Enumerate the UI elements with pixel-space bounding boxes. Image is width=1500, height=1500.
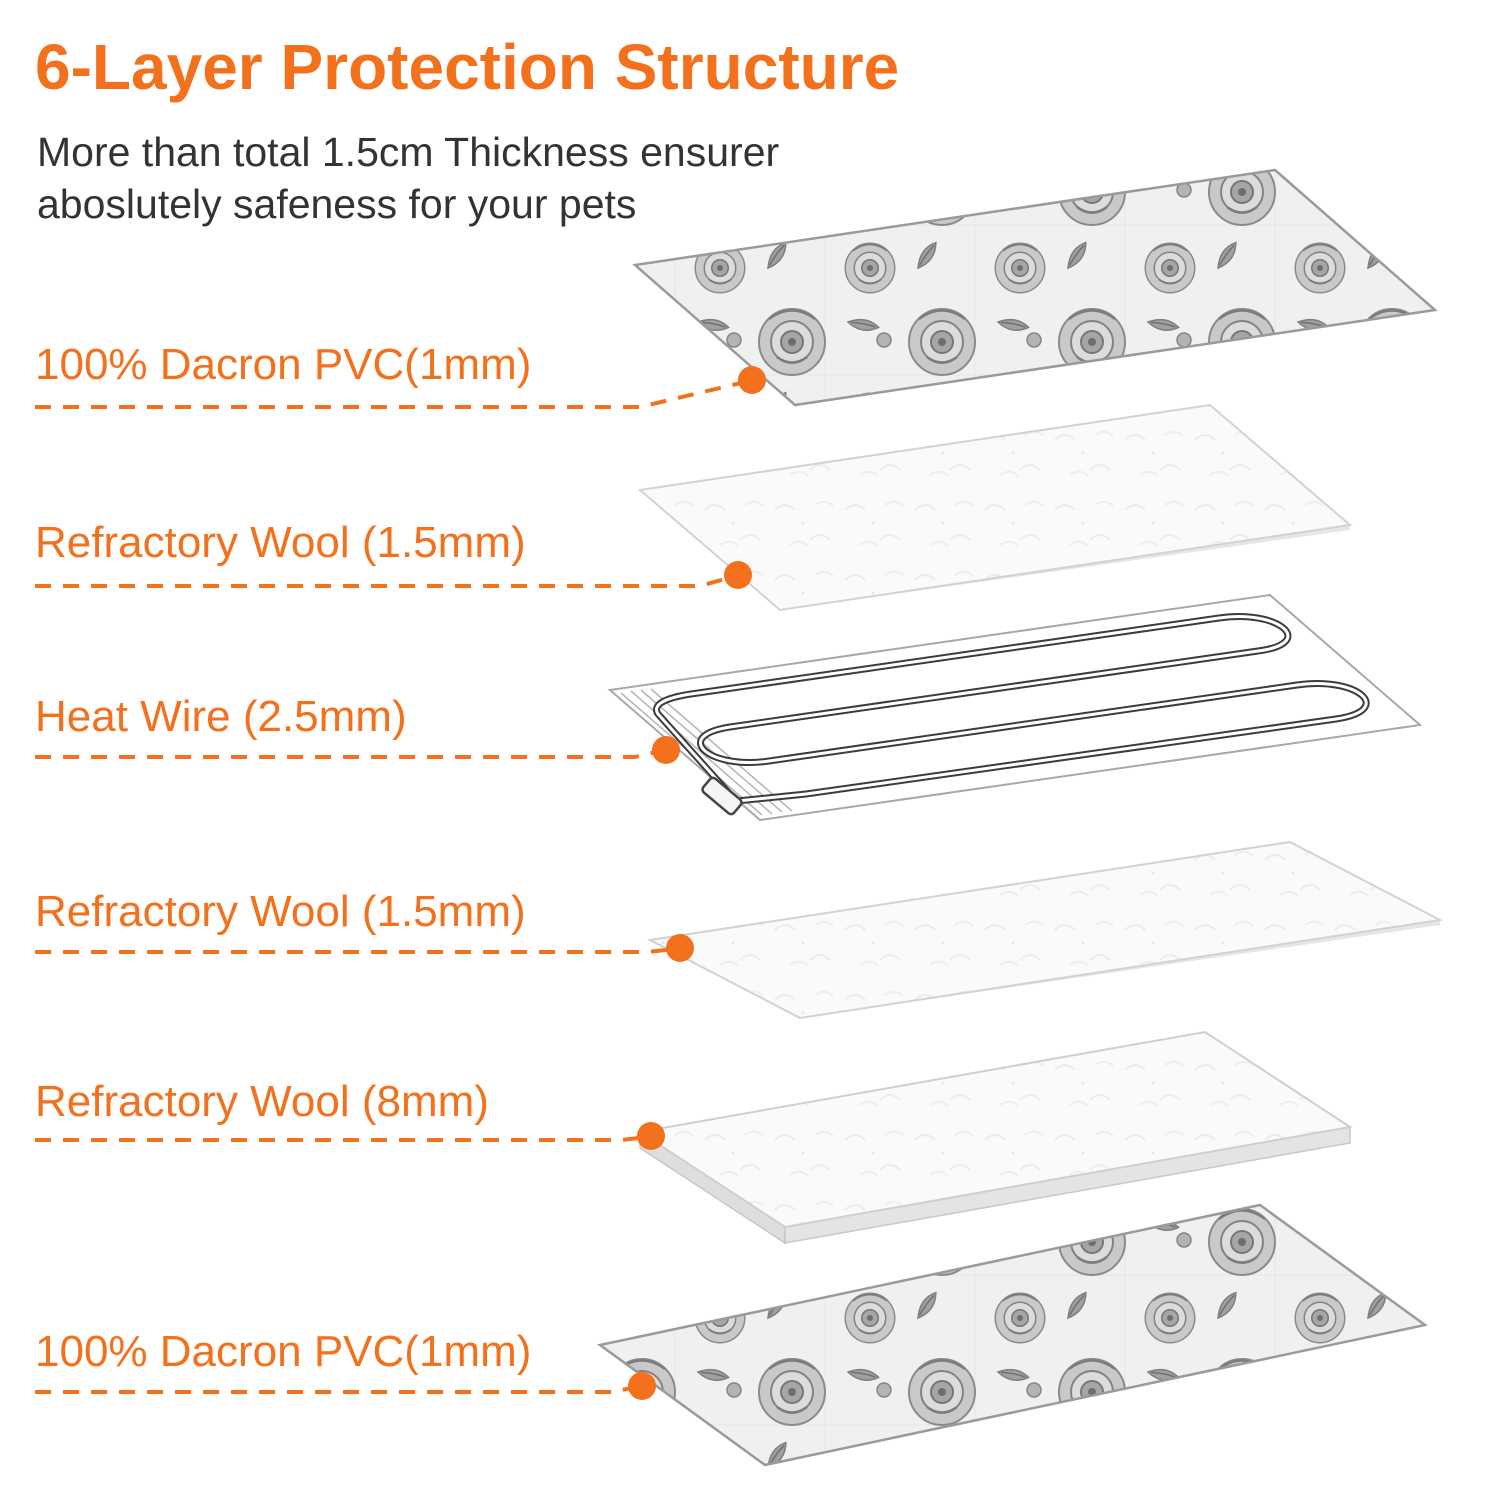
connector-dot-1 <box>738 366 766 394</box>
leader-line-2 <box>35 575 733 588</box>
layer-label-2: Refractory Wool (1.5mm) <box>35 518 526 567</box>
page-subtitle: More than total 1.5cm Thickness ensurer … <box>37 126 779 230</box>
leader-line-6 <box>35 1385 638 1394</box>
subtitle-line-1: More than total 1.5cm Thickness ensurer <box>37 129 780 175</box>
layer-label-5: Refractory Wool (8mm) <box>35 1077 489 1126</box>
layer-sheet-3-heat-wire <box>607 593 1423 822</box>
page-title: 6-Layer Protection Structure <box>35 31 900 103</box>
layer-label-6: 100% Dacron PVC(1mm) <box>35 1327 532 1376</box>
leader-line-4 <box>35 947 676 954</box>
layer-sheet-4-refractory-wool <box>646 840 1444 1020</box>
connector-dot-2 <box>724 561 752 589</box>
layer-sheet-6-dacron-pvc <box>596 1203 1429 1467</box>
wire-connector <box>701 776 743 816</box>
connector-dot-3 <box>652 736 680 764</box>
layer-label-1: 100% Dacron PVC(1mm) <box>35 340 532 389</box>
heating-wire <box>653 613 1370 816</box>
leader-line-1 <box>35 380 746 409</box>
subtitle-line-2: aboslutely safeness for your pets <box>37 181 637 228</box>
layer-sheet-5-refractory-wool-thick <box>637 1030 1353 1245</box>
layer-sheet-1-dacron-pvc <box>632 168 1438 407</box>
layer-label-3: Heat Wire (2.5mm) <box>35 692 407 741</box>
leader-line-3 <box>35 749 661 759</box>
layer-label-4: Refractory Wool (1.5mm) <box>35 887 526 936</box>
leader-line-5 <box>35 1135 647 1142</box>
connector-dot-6 <box>628 1372 656 1400</box>
connector-dot-5 <box>637 1122 665 1150</box>
connector-dot-4 <box>666 934 694 962</box>
